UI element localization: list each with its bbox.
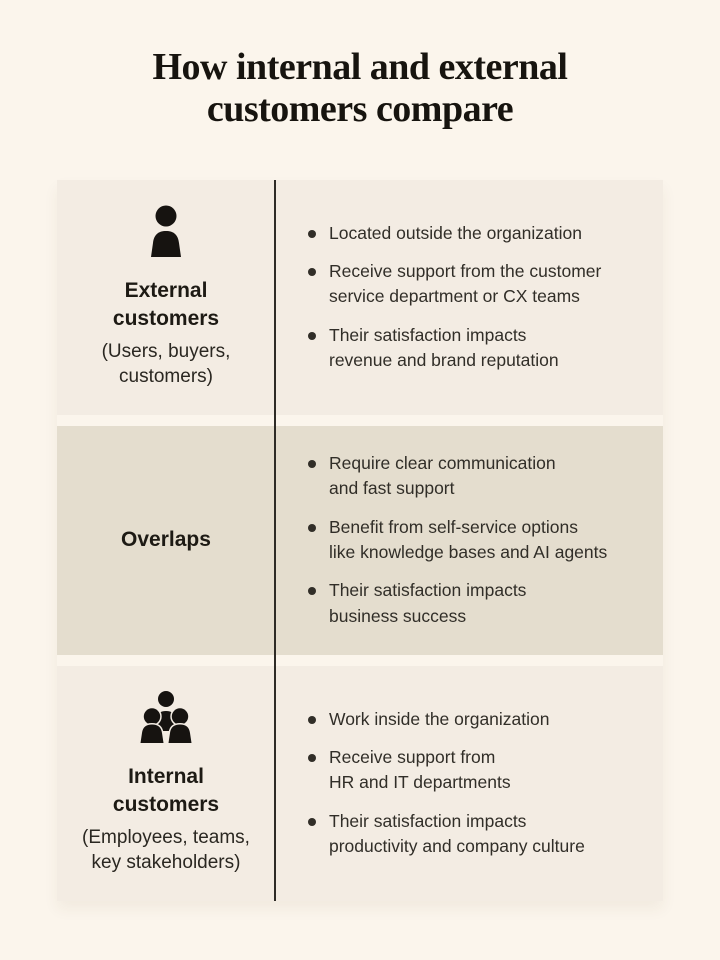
bullet-text: Benefit from self-service options like k… [329,516,608,563]
bullet-dot [308,331,316,340]
row-internal-customers: Internal customers (Employees, teams, ke… [57,665,663,901]
bullet-item: Work inside the organization [308,707,639,732]
comparison-table: External customers (Users, buyers, custo… [57,179,663,901]
row-heading: Overlaps [121,528,211,552]
bullet-dot [308,817,316,826]
overlaps-bullets: Require clear communication and fast sup… [275,426,663,655]
bullet-text: Located outside the organization [329,222,582,243]
row-external-customers: External customers (Users, buyers, custo… [57,179,663,415]
bullet-text: Their satisfaction impacts productivity … [329,810,585,857]
overlaps-label-cell: Overlaps [57,426,275,655]
bullet-dot [308,229,316,238]
bullet-text: Receive support from HR and IT departmen… [329,747,511,793]
bullet-item: Their satisfaction impacts productivity … [308,809,639,860]
bullet-item: Receive support from the customer servic… [308,259,639,310]
page-title: How internal and external customers comp… [152,46,568,130]
bullet-dot [308,715,316,724]
bullet-text: Receive support from the customer servic… [329,261,602,307]
bullet-dot [308,268,316,277]
bullet-dot [308,754,316,763]
external-customers-bullets: Located outside the organization Receive… [275,180,663,415]
bullet-text: Their satisfaction impacts revenue and b… [329,324,559,371]
bullet-item: Their satisfaction impacts business succ… [308,578,639,629]
bullet-text: Require clear communication and fast sup… [329,452,556,499]
bullet-item: Their satisfaction impacts revenue and b… [308,323,639,374]
bullet-item: Located outside the organization [308,221,639,246]
row-overlaps: Overlaps Require clear communication and… [57,425,663,655]
row-subheading: (Employees, teams, key stakeholders) [82,826,250,873]
bullet-dot [308,459,316,468]
bullet-item: Benefit from self-service options like k… [308,515,639,566]
internal-customers-label-cell: Internal customers (Employees, teams, ke… [57,666,275,901]
bullet-dot [308,587,316,596]
row-heading: Internal customers [112,765,220,817]
bullet-item: Require clear communication and fast sup… [308,451,639,502]
column-divider [274,179,276,901]
person-icon [146,205,186,262]
people-icon [137,691,195,748]
row-heading: External customers [112,279,220,331]
external-customers-label-cell: External customers (Users, buyers, custo… [57,180,275,415]
internal-customers-bullets: Work inside the organization Receive sup… [275,666,663,901]
row-subheading: (Users, buyers, customers) [101,340,231,387]
bullet-item: Receive support from HR and IT departmen… [308,745,639,796]
bullet-dot [308,523,316,532]
bullet-text: Work inside the organization [329,708,550,729]
bullet-text: Their satisfaction impacts business succ… [329,580,527,626]
